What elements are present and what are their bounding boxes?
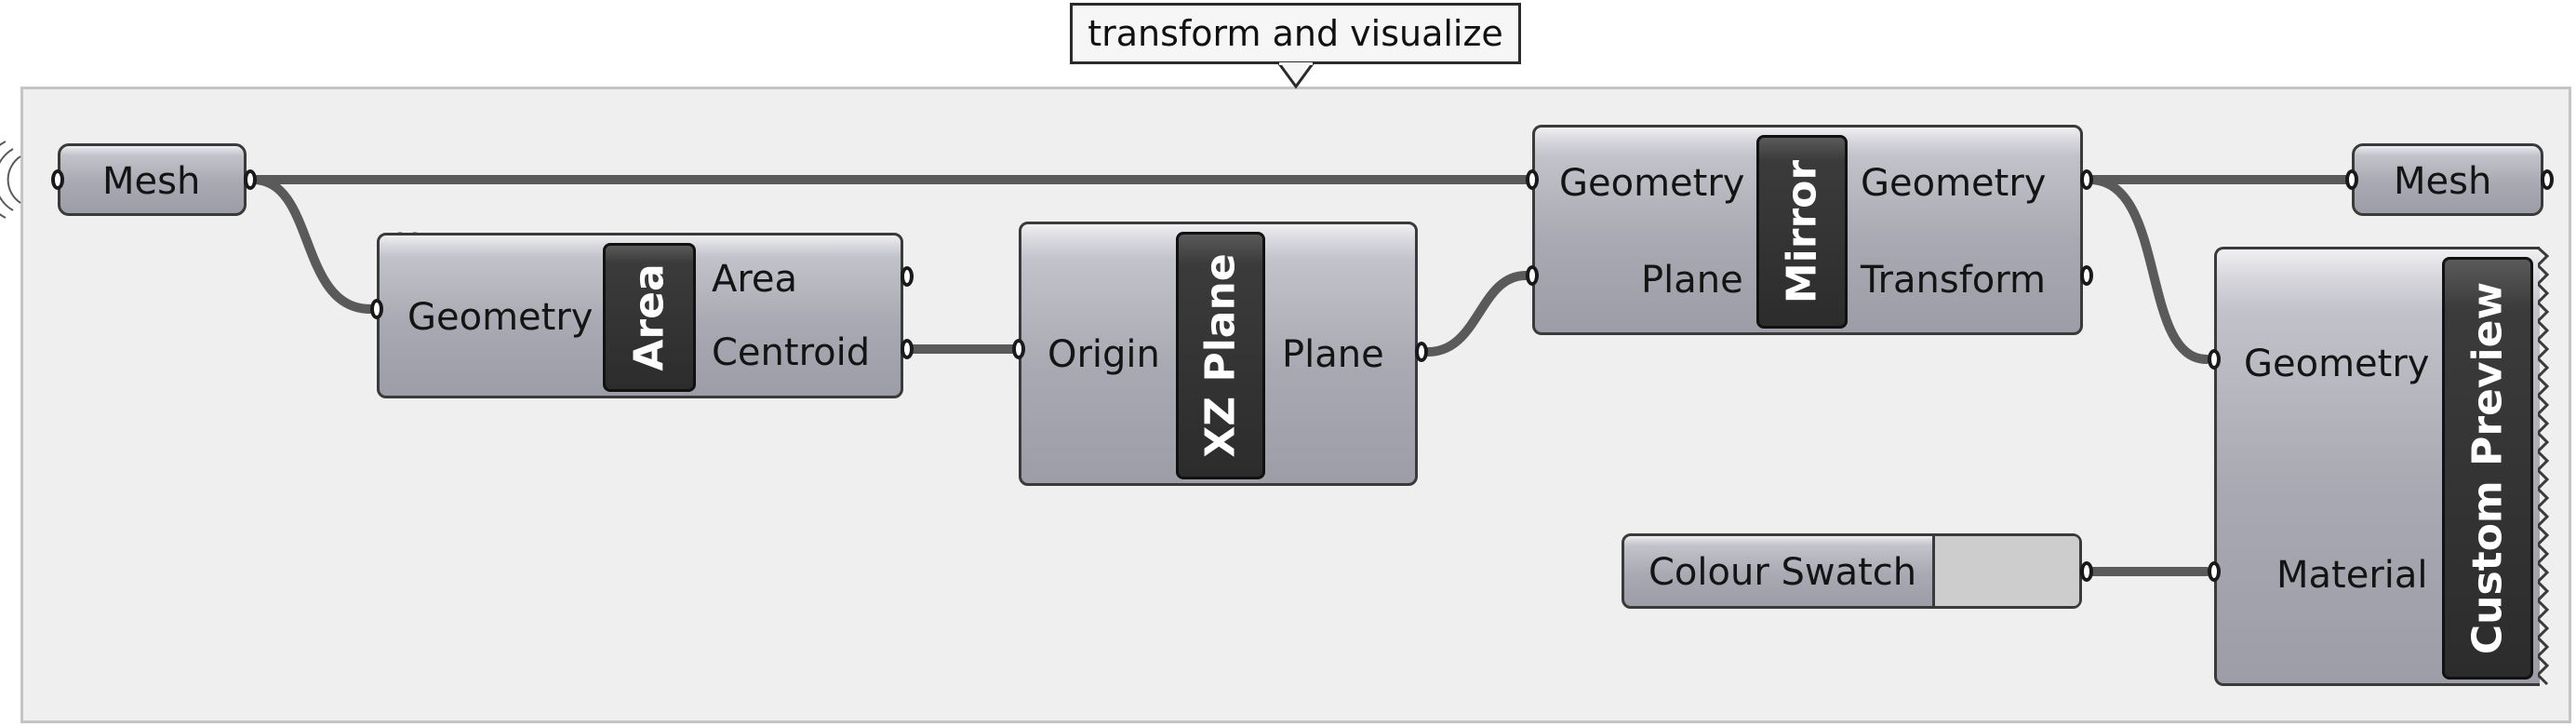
mirror-plane-in-port[interactable]	[1526, 265, 1539, 286]
xz-plane-output-plane-label: Plane	[1282, 333, 1384, 376]
group-callout-label: transform and visualize	[1088, 13, 1503, 54]
mirror-input-geometry-label: Geometry	[1559, 162, 1745, 205]
area-component[interactable]: Geometry Area Area Centroid	[377, 233, 903, 398]
area-name: Area	[625, 263, 674, 371]
mesh-input-out-port[interactable]	[244, 169, 257, 190]
custom-preview-material-in-port[interactable]	[2208, 561, 2221, 582]
wire-mesh-to-area-geometry	[248, 175, 375, 314]
custom-preview-name: Custom Preview	[2463, 281, 2512, 655]
xz-plane-plane-out-port[interactable]	[1415, 342, 1428, 362]
area-area-out-port[interactable]	[901, 266, 914, 287]
area-input-geometry-label: Geometry	[407, 296, 594, 339]
area-output-centroid-label: Centroid	[712, 331, 871, 374]
colour-swatch-param[interactable]: Colour Swatch	[1622, 533, 2082, 609]
mesh-input-in-port[interactable]	[51, 169, 64, 190]
mesh-input-param[interactable]: Mesh	[58, 143, 247, 216]
mesh-output-in-port[interactable]	[2345, 169, 2358, 190]
xz-plane-component[interactable]: Origin XZ Plane Plane	[1019, 222, 1418, 486]
mesh-output-out-port[interactable]	[2541, 169, 2554, 190]
mirror-geometry-in-port[interactable]	[1526, 169, 1539, 190]
custom-preview-input-material-label: Material	[2276, 554, 2428, 597]
colour-swatch-out-port[interactable]	[2080, 561, 2093, 582]
callout-tail	[1276, 62, 1315, 89]
mirror-transform-out-port[interactable]	[2080, 265, 2093, 286]
xz-plane-origin-in-port[interactable]	[1012, 339, 1025, 359]
mirror-name: Mirror	[1778, 159, 1826, 304]
mesh-output-param[interactable]: Mesh	[2352, 143, 2543, 216]
xz-plane-input-origin-label: Origin	[1048, 333, 1160, 376]
mesh-input-label: Mesh	[102, 160, 201, 203]
custom-preview-input-geometry-label: Geometry	[2244, 343, 2430, 385]
mesh-source-arcs	[0, 141, 21, 219]
custom-preview-geometry-in-port[interactable]	[2208, 349, 2221, 370]
area-output-area-label: Area	[712, 258, 798, 301]
custom-preview-name-tag: Custom Preview	[2442, 257, 2533, 680]
area-name-tag: Area	[603, 243, 696, 392]
colour-swatch-colour-cell[interactable]	[1932, 536, 2079, 606]
xz-plane-name-tag: XZ Plane	[1176, 232, 1265, 479]
group-callout: transform and visualize	[1070, 3, 1521, 64]
mesh-output-label: Mesh	[2394, 160, 2492, 203]
custom-preview-jagged-edge	[2538, 247, 2550, 686]
xz-plane-name: XZ Plane	[1196, 253, 1245, 458]
mirror-output-geometry-label: Geometry	[1861, 162, 2047, 205]
area-geometry-in-port[interactable]	[370, 299, 383, 319]
wire-plane-to-mirror-plane	[1423, 271, 1530, 357]
wire-mirror-geometry-to-preview-geometry	[2085, 175, 2211, 364]
custom-preview-component[interactable]: Geometry Material Custom Preview	[2214, 247, 2540, 686]
mirror-geometry-out-port[interactable]	[2080, 169, 2093, 190]
mirror-input-plane-label: Plane	[1641, 259, 1743, 302]
area-centroid-out-port[interactable]	[901, 339, 914, 359]
mirror-component[interactable]: Geometry Plane Mirror Geometry Transform	[1532, 125, 2083, 335]
mirror-name-tag: Mirror	[1756, 135, 1848, 329]
colour-swatch-label: Colour Swatch	[1648, 551, 1917, 594]
mirror-output-transform-label: Transform	[1861, 259, 2046, 302]
